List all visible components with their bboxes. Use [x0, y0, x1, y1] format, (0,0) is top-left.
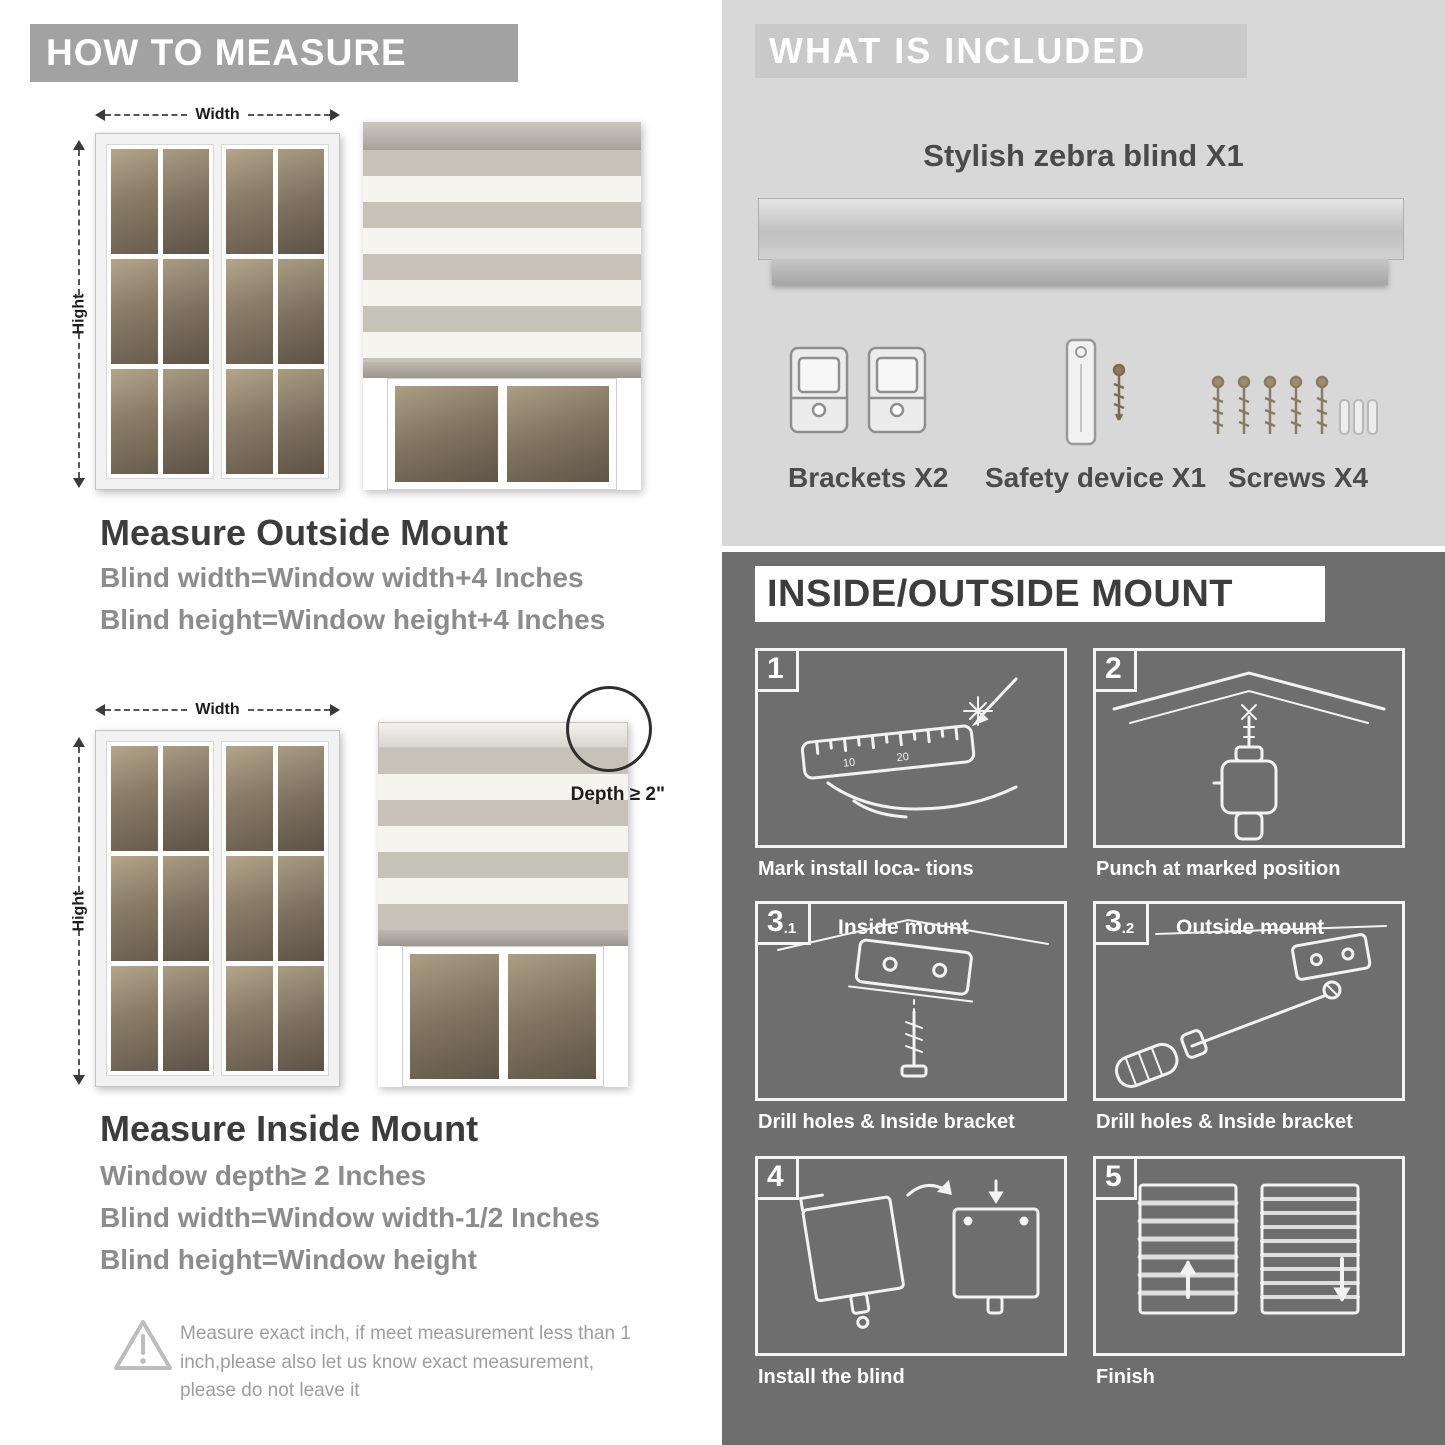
step-title: Outside mount: [1176, 916, 1325, 939]
arrow-right-icon: [330, 704, 340, 716]
depth-label: Depth ≥ 2": [570, 784, 665, 805]
screws-icon: [1211, 375, 1378, 435]
step-card-1: 1 10 20: [755, 648, 1067, 848]
step-number: 3.1: [758, 904, 812, 945]
arrow-left-icon: [95, 109, 105, 121]
height-dimension-outside: Hight: [70, 140, 88, 488]
warning-text: Measure exact inch, if meet measurement …: [180, 1323, 631, 1401]
product-title: Stylish zebra blind X1: [923, 138, 1244, 173]
width-label: Width: [195, 106, 240, 123]
finish-illustration: [1137, 1183, 1360, 1315]
step-caption-1: Mark install loca- tions: [758, 858, 974, 880]
width-dimension-outside: Width: [95, 106, 340, 124]
step-caption-5: Finish: [1096, 1366, 1155, 1388]
width-label: Width: [195, 701, 240, 718]
step-number: 4: [758, 1159, 799, 1200]
install-blind-illustration: [798, 1179, 1040, 1329]
outside-mount-line1: Blind width=Window width+4 Inches: [100, 562, 584, 593]
arrow-down-icon: [73, 478, 85, 488]
blind-bottom-rail: [363, 362, 641, 378]
included-header: WHAT IS INCLUDED: [755, 24, 1247, 78]
step-card-4: 4: [755, 1156, 1067, 1356]
arrow-down-icon: [73, 1075, 85, 1085]
blind-cassette: [363, 122, 641, 150]
blind-valance-illustration: [772, 259, 1388, 285]
screws-label: Screws X4: [1228, 462, 1369, 493]
step-number: 3.2: [1096, 904, 1150, 945]
step-number: 2: [1096, 651, 1137, 692]
svg-text:20: 20: [896, 751, 909, 764]
depth-callout-circle: [566, 686, 652, 772]
window-below-blind: [402, 946, 604, 1087]
mark-location-illustration: 10 20: [800, 677, 1018, 819]
blind-stripes: [363, 150, 641, 362]
outside-bracket-illustration: [1114, 925, 1387, 1088]
blind-stripes: [378, 748, 628, 930]
window-illustration-inside: [95, 730, 340, 1087]
step-card-3-2: 3.2 Outside mount: [1093, 901, 1405, 1101]
inside-mount-line1: Window depth≥ 2 Inches: [100, 1160, 427, 1191]
height-label: Hight: [70, 890, 87, 932]
warning-icon: [114, 1320, 172, 1370]
outside-mount-heading: Measure Outside Mount: [100, 512, 509, 553]
brackets-icon: [789, 346, 927, 434]
inside-mount-line3: Blind height=Window height: [100, 1244, 477, 1275]
step-caption-3-1: Drill holes & Inside bracket: [758, 1111, 1015, 1133]
inside-mount-heading: Measure Inside Mount: [100, 1108, 479, 1149]
window-illustration-outside: [95, 133, 340, 490]
height-dimension-inside: Hight: [70, 737, 88, 1085]
step-number: 5: [1096, 1159, 1137, 1200]
step-card-5: 5: [1093, 1156, 1405, 1356]
safety-device-icon: [1065, 338, 1126, 446]
arrow-right-icon: [330, 109, 340, 121]
inside-bracket-illustration: [777, 918, 1049, 1078]
window-pane: [106, 741, 214, 1076]
arrow-left-icon: [95, 704, 105, 716]
step-caption-3-2: Drill holes & Inside bracket: [1096, 1111, 1353, 1133]
step-caption-2: Punch at marked position: [1096, 858, 1341, 880]
brackets-label: Brackets X2: [788, 462, 949, 493]
arrow-up-icon: [73, 140, 85, 150]
safety-device-label: Safety device X1: [985, 462, 1207, 493]
step-title: Inside mount: [838, 916, 969, 939]
window-pane: [221, 741, 329, 1076]
arrow-up-icon: [73, 737, 85, 747]
outside-mount-line2: Blind height=Window height+4 Inches: [100, 604, 606, 635]
step-card-3-1: 3.1 Inside mount: [755, 901, 1067, 1101]
window-below-blind: [387, 378, 617, 490]
blind-bottom-rail: [378, 930, 628, 946]
width-dimension-inside: Width: [95, 701, 340, 719]
zebra-blind-illustration-inside: [378, 722, 628, 1087]
inside-mount-line2: Blind width=Window width-1/2 Inches: [100, 1202, 600, 1233]
step-card-2: 2: [1093, 648, 1405, 848]
mount-header: INSIDE/OUTSIDE MOUNT: [755, 566, 1325, 622]
height-label: Hight: [70, 293, 87, 335]
step-number: 1: [758, 651, 799, 692]
step-caption-4: Install the blind: [758, 1366, 905, 1388]
how-to-measure-header: HOW TO MEASURE: [30, 24, 518, 82]
zebra-blind-illustration-outside: [363, 122, 641, 490]
blind-headrail-illustration: [758, 198, 1404, 260]
window-pane: [221, 144, 329, 479]
window-pane: [106, 144, 214, 479]
drill-illustration: [1112, 671, 1386, 841]
svg-text:10: 10: [842, 757, 855, 770]
